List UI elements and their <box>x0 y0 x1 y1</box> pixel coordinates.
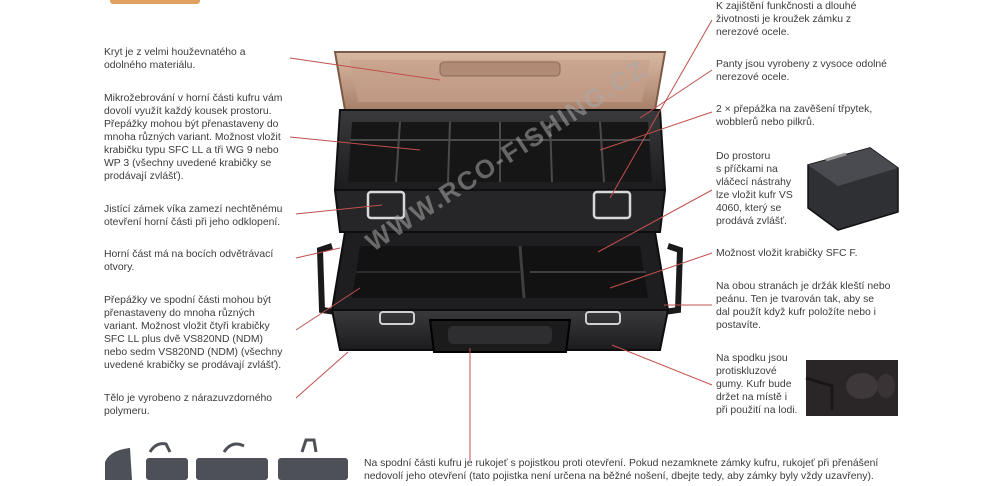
box-body-base <box>330 309 670 353</box>
note-hanging-dividers: 2 × přepážka na zavěšení třpytek, wobble… <box>716 104 873 128</box>
leader-lines-right <box>597 19 713 386</box>
anti-slip-feet-photo <box>805 360 898 416</box>
note-vs4060-space: Do prostoru s příčkami na vláčecí nástra… <box>716 151 793 227</box>
leader-lines-left <box>289 57 471 460</box>
note-hinges: Panty jsou vyrobeny z vysoce odolné nere… <box>716 59 887 83</box>
note-sfc-f: Možnost vložit krabičky SFC F. <box>716 248 858 259</box>
note-lid-material: Kryt je z velmi houževnatého a odolného … <box>104 47 246 71</box>
note-body-polymer: Tělo je vyrobeno z nárazuvzdorného polym… <box>104 393 273 417</box>
note-upper-ribbing: Mikrožebrování v horní části kufru vám d… <box>104 93 283 182</box>
lower-section <box>316 231 684 315</box>
box-lid <box>333 51 667 111</box>
note-lower-dividers: Přepážky ve spodní části mohou být přena… <box>104 295 283 371</box>
accessory-box-vs4060 <box>807 147 899 231</box>
handle-lock-sequence-icons <box>105 438 348 480</box>
header-accent <box>110 0 200 4</box>
note-anti-slip: Na spodku jsou protiskluzové gumy. Kufr … <box>716 353 798 416</box>
note-lid-lock: Jistící zámek víka zamezí nechtěnému ote… <box>104 204 283 228</box>
note-handle-lock: Na spodní části kufru je rukojeť s pojis… <box>364 458 879 482</box>
note-ventilation: Horní část má na bocích odvětrávací otvo… <box>104 249 274 273</box>
note-plier-holder: Na obou stranách je držák kleští nebo pe… <box>716 281 891 331</box>
upper-tray <box>333 109 667 191</box>
note-lock-ring: K zajištění funkčnosti a dlouhé životnos… <box>716 1 857 38</box>
